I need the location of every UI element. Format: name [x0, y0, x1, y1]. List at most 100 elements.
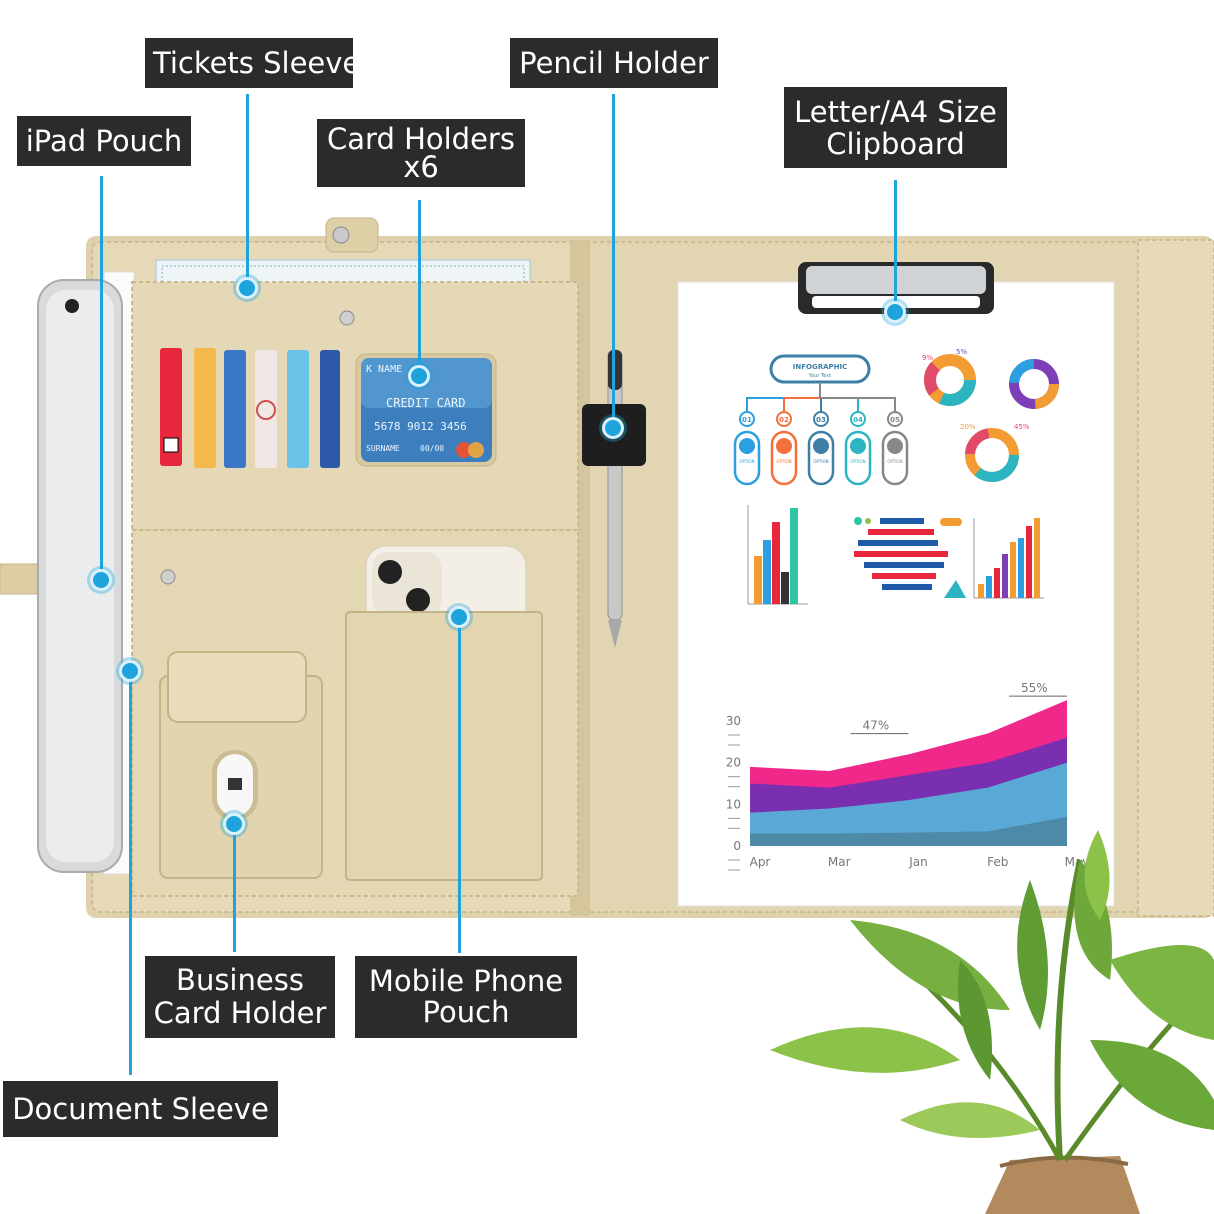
label-text: Clipboard	[826, 126, 965, 161]
vbar	[994, 568, 1000, 598]
infographic-title: INFOGRAPHIC	[793, 363, 847, 371]
vbar	[1010, 542, 1016, 598]
pencil-holder-hotspot	[602, 417, 624, 439]
connector-line	[100, 176, 103, 580]
connector-line	[418, 200, 421, 376]
label-text: Card Holders	[327, 122, 515, 156]
label-text: Card Holder	[153, 996, 327, 1030]
card-number: 5678 9012 3456	[374, 420, 467, 433]
donut-percent: 85%	[980, 451, 1004, 462]
label-text: Document Sleeve	[12, 1092, 269, 1126]
hbar	[854, 551, 948, 557]
step-badge	[813, 411, 829, 427]
label-text: Business	[176, 963, 304, 997]
step-badge	[850, 411, 866, 427]
step-icon	[776, 438, 792, 454]
step-caption: OPTION	[850, 459, 865, 464]
label-text: Letter/A4 Size	[794, 94, 997, 129]
infographic-subtitle: Your Text	[808, 373, 831, 379]
card-title: CREDIT CARD	[386, 396, 465, 410]
x-tick-label: Apr	[750, 855, 771, 869]
x-tick-label: Feb	[987, 855, 1008, 869]
label-text: Pencil Holder	[519, 46, 709, 80]
step-badge	[887, 411, 903, 427]
vbar	[1018, 538, 1024, 598]
business-card-holder	[159, 651, 323, 879]
step-number: 05	[890, 416, 900, 424]
hbar-dot	[854, 517, 862, 525]
vbar	[986, 576, 992, 598]
label-text: Mobile Phone	[368, 964, 564, 998]
vbar	[1034, 518, 1040, 598]
step-number: 03	[816, 416, 826, 424]
card-slots	[160, 348, 340, 468]
step-caption: OPTION	[813, 459, 828, 464]
mobile-pouch-hotspot	[448, 606, 470, 628]
pct-label: 20%	[960, 423, 976, 431]
connector-line	[233, 824, 236, 952]
label-document-sleeve: Document Sleeve	[3, 1081, 278, 1137]
label-text: Tickets Sleeve	[153, 46, 361, 80]
connector-line	[458, 617, 461, 953]
step-number: 01	[742, 416, 752, 424]
y-tick-label: 0	[733, 839, 741, 853]
card-surname: SURNAME	[366, 444, 400, 453]
plant	[770, 830, 1214, 1214]
area-series	[750, 816, 1067, 846]
hbar	[882, 584, 932, 590]
mobile-pouch	[345, 611, 543, 881]
document-sleeve-hotspot	[119, 660, 141, 682]
step-badge	[739, 411, 755, 427]
y-tick-label: 20	[726, 756, 741, 770]
label-ipad-pouch: iPad Pouch	[17, 116, 191, 166]
step-number: 02	[779, 416, 789, 424]
connector-line	[129, 671, 132, 1075]
vbar	[978, 584, 984, 598]
step-caption: OPTION	[739, 459, 754, 464]
label-tickets-sleeve: Tickets Sleeve	[145, 38, 361, 88]
label-text: iPad Pouch	[25, 124, 183, 158]
hbar	[872, 573, 936, 579]
annotation-label: 47%	[863, 719, 890, 733]
step-connector	[819, 382, 896, 412]
area-series	[750, 762, 1067, 846]
clipboard-hotspot	[884, 301, 906, 323]
y-tick-label: 10	[726, 797, 741, 811]
hbar	[868, 529, 934, 535]
step-badge	[776, 411, 792, 427]
step-icon	[813, 438, 829, 454]
vbar	[1002, 554, 1008, 598]
step-caption: OPTION	[776, 459, 791, 464]
step-icon	[887, 438, 903, 454]
ipad-pouch-hotspot	[90, 569, 112, 591]
card-expiry: 00/00	[420, 444, 444, 453]
ipad	[37, 279, 123, 873]
step-number: 04	[853, 416, 863, 424]
x-tick-label: Jan	[908, 855, 928, 869]
y-tick-label: 30	[726, 714, 741, 728]
card-holders-hotspot	[408, 365, 430, 387]
pct-label: 5%	[956, 348, 967, 356]
hbar-tag	[940, 518, 962, 526]
hbar	[880, 518, 924, 524]
pct-label: 9%	[922, 354, 933, 362]
step-caption: OPTION	[887, 459, 902, 464]
pct-label: 45%	[1014, 423, 1030, 431]
label-text: Pouch	[422, 995, 510, 1029]
step-icon	[850, 438, 866, 454]
business-card-hotspot	[223, 813, 245, 835]
connector-line	[894, 180, 897, 312]
hbar	[858, 540, 938, 546]
card-name: K NAME	[366, 364, 402, 375]
tickets-sleeve-hotspot	[236, 277, 258, 299]
vbar	[1026, 526, 1032, 598]
step-icon	[739, 438, 755, 454]
x-tick-label: Mar	[828, 855, 851, 869]
annotation-label: 55%	[1021, 681, 1048, 695]
